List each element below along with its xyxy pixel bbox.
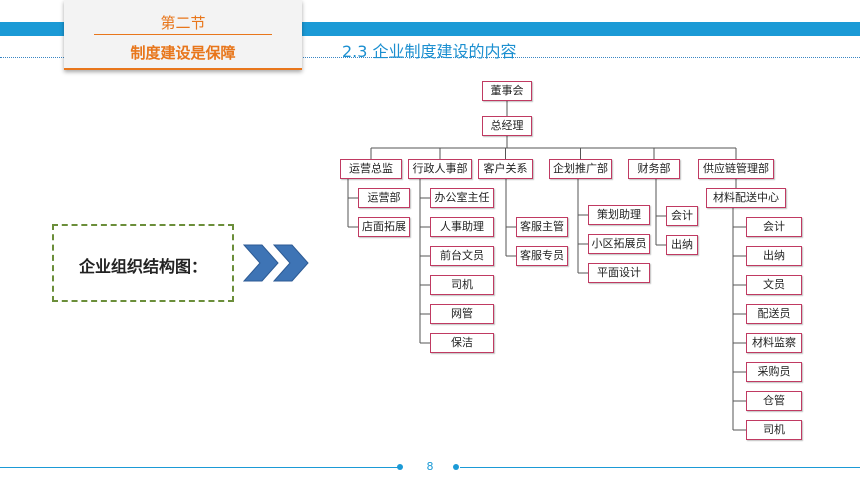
- org-node-position: 小区拓展员: [588, 234, 650, 254]
- org-node-position: 网管: [430, 304, 494, 324]
- page-number: 8: [426, 460, 434, 473]
- org-node-position: 出纳: [746, 246, 802, 266]
- org-node-position: 会计: [666, 206, 698, 226]
- org-node-position: 人事助理: [430, 217, 494, 237]
- org-node-position: 平面设计: [588, 263, 650, 283]
- org-node-position: 客服主管: [516, 217, 568, 237]
- org-node-position: 采购员: [746, 362, 802, 382]
- header-dotted-line: [0, 57, 860, 58]
- org-node-position: 仓管: [746, 391, 802, 411]
- org-node-position: 司机: [430, 275, 494, 295]
- org-chart-label-box: 企业组织结构图：: [52, 224, 234, 302]
- section-number: 第二节: [160, 14, 206, 32]
- org-node-position: 文员: [746, 275, 802, 295]
- org-node-position: 前台文员: [430, 246, 494, 266]
- org-node-position: 保洁: [430, 333, 494, 353]
- org-node-position: 运营部: [358, 188, 410, 208]
- footer-dot-right: [453, 464, 459, 470]
- org-node-root: 董事会: [482, 81, 532, 101]
- org-node-department: 供应链管理部: [698, 159, 774, 179]
- page-heading: 2.3 企业制度建设的内容: [342, 42, 517, 61]
- org-node-department: 客户关系: [478, 159, 533, 179]
- org-node-position: 出纳: [666, 235, 698, 255]
- org-node-position: 办公室主任: [430, 188, 494, 208]
- footer-line-left: [0, 467, 398, 468]
- org-node-department: 运营总监: [340, 159, 402, 179]
- footer-line-right: [460, 467, 860, 468]
- org-node-position: 策划助理: [588, 205, 650, 225]
- org-node-subdepartment: 材料配送中心: [706, 188, 786, 208]
- org-node-department: 行政人事部: [408, 159, 472, 179]
- org-node-general-manager: 总经理: [482, 116, 532, 136]
- section-title: 制度建设是保障: [130, 44, 236, 62]
- org-node-department: 财务部: [628, 159, 680, 179]
- section-badge: 第二节 制度建设是保障: [64, 0, 302, 70]
- org-node-position: 司机: [746, 420, 802, 440]
- org-node-position: 会计: [746, 217, 802, 237]
- org-node-position: 店面拓展: [358, 217, 410, 237]
- org-chart-label: 企业组织结构图：: [78, 257, 207, 276]
- org-node-position: 客服专员: [516, 246, 568, 266]
- section-divider: [94, 34, 272, 35]
- org-node-department: 企划推广部: [549, 159, 612, 179]
- double-chevron-arrow-icon: [242, 244, 309, 282]
- org-node-position: 材料监察: [746, 333, 802, 353]
- org-node-position: 配送员: [746, 304, 802, 324]
- footer-dot-left: [397, 464, 403, 470]
